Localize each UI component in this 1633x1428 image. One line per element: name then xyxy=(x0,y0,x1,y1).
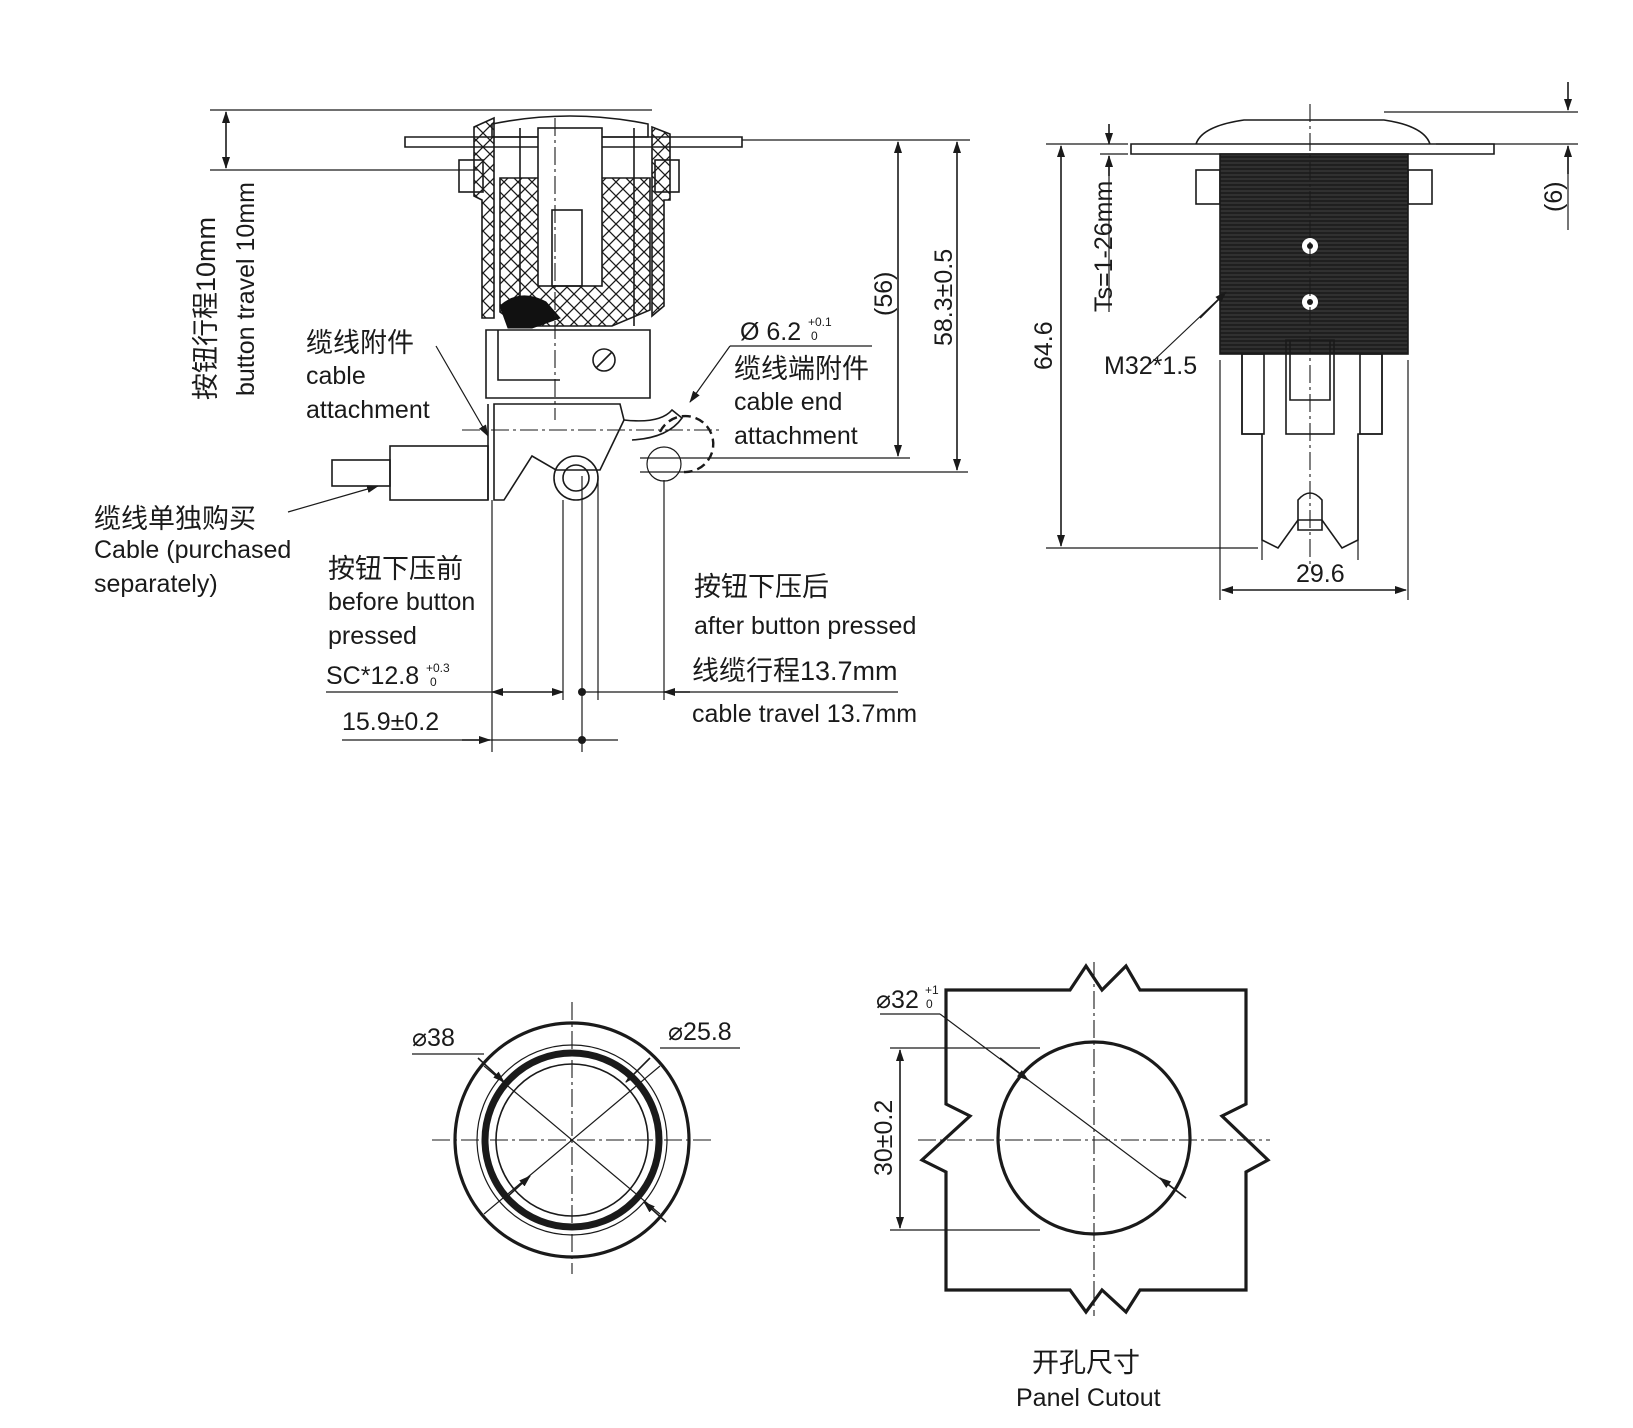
lower-mechanism xyxy=(485,329,715,501)
front-top-offset: (6) xyxy=(1540,181,1568,212)
side-cap xyxy=(491,115,649,138)
sc-main: SC*12.8 xyxy=(326,662,419,690)
dia-6-2-lower: 0 xyxy=(811,329,818,343)
plunger xyxy=(537,127,603,287)
before-en-1: before button xyxy=(328,588,475,616)
cutout-dia-32: ⌀32 xyxy=(876,986,919,1014)
housing-wall-left xyxy=(473,116,495,319)
front-thread: M32*1.5 xyxy=(1104,352,1197,380)
top-dia-38: ⌀38 xyxy=(412,1024,455,1052)
after-en: after button pressed xyxy=(694,612,916,640)
cable-en-1: Cable (purchased xyxy=(94,536,291,564)
cable-en-2: separately) xyxy=(94,570,218,598)
front-cap xyxy=(1195,119,1431,145)
front-ts: Ts=1-26mm xyxy=(1090,181,1118,312)
front-flange xyxy=(1130,143,1495,155)
dia-6-2: Ø 6.2 xyxy=(740,318,801,346)
cutout-title-en: Panel Cutout xyxy=(1016,1384,1161,1412)
dia-6-2-upper: +0.1 xyxy=(808,315,832,329)
top-dia-25-8: ⌀25.8 xyxy=(668,1018,732,1046)
cutout-dia-32-upper: +1 xyxy=(925,983,939,997)
cable-travel-cn: 线缆行程13.7mm xyxy=(692,656,898,686)
button-travel-cn: 按钮行程10mm xyxy=(191,217,221,400)
cable-stub xyxy=(331,404,489,501)
cable-travel-en: cable travel 13.7mm xyxy=(692,700,917,728)
cam xyxy=(499,295,561,329)
after-cn: 按钮下压后 xyxy=(694,572,829,602)
cutout-flat: 30±0.2 xyxy=(870,1100,898,1176)
cable-attachment-cn: 缆线附件 xyxy=(306,328,414,358)
housing-wall-right xyxy=(651,125,671,318)
side-section-view: 按钮行程10mm button travel 10mm (56) 58.3±0.… xyxy=(94,109,970,752)
front-thread-body xyxy=(1219,153,1409,355)
cable-end-en-1: cable end xyxy=(734,388,842,416)
front-height: 64.6 xyxy=(1030,321,1058,370)
cable-end-en-2: attachment xyxy=(734,422,858,450)
cable-cn: 缆线单独购买 xyxy=(94,504,256,534)
cutout-outline xyxy=(919,963,1271,1315)
top-outer-ring xyxy=(453,1021,691,1259)
before-cn: 按钮下压前 xyxy=(328,554,463,584)
cable-attachment-en-1: cable xyxy=(306,362,366,390)
cutout-dia-32-lower: 0 xyxy=(926,997,933,1011)
dim-15-9: 15.9±0.2 xyxy=(342,708,439,736)
top-inner-ring xyxy=(481,1049,663,1231)
dim-58-3: 58.3±0.5 xyxy=(930,249,958,346)
dim-56: (56) xyxy=(870,272,898,316)
front-view: 64.6 Ts=1-26mm M32*1.5 (6) 29.6 xyxy=(1030,82,1578,600)
sc-tol-lower: 0 xyxy=(430,675,437,689)
button-travel-en: button travel 10mm xyxy=(232,182,260,396)
sc-tol-upper: +0.3 xyxy=(426,661,450,675)
cutout-title-cn: 开孔尺寸 xyxy=(1032,1348,1140,1378)
front-width: 29.6 xyxy=(1296,560,1345,588)
top-view: ⌀38 ⌀25.8 xyxy=(412,1002,740,1274)
cable-end-cn: 缆线端附件 xyxy=(734,354,869,384)
panel-cutout-view: 30±0.2 ⌀32 +1 0 开孔尺寸 Panel Cutout xyxy=(870,962,1271,1412)
before-en-2: pressed xyxy=(328,622,417,650)
cable-attachment-en-2: attachment xyxy=(306,396,430,424)
